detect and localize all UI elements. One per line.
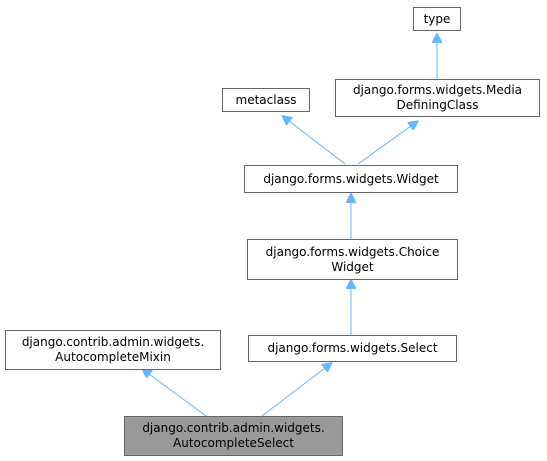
class-node-autocomplete-mixin[interactable]: django.contrib.admin.widgets. Autocomple…: [5, 330, 221, 370]
class-node-select[interactable]: django.forms.widgets.Select: [248, 335, 457, 362]
class-node-label: AutocompleteSelect: [173, 436, 294, 450]
class-node-widget[interactable]: django.forms.widgets.Widget: [244, 165, 458, 193]
edge-widget-to-media-defining-class: [357, 126, 411, 165]
class-node-media-defining-class[interactable]: django.forms.widgets.Media DefiningClass: [335, 79, 540, 117]
class-node-label: django.forms.widgets.Choice: [265, 244, 440, 259]
class-node-type[interactable]: type: [413, 7, 461, 31]
edge-autocomplete-select-to-autocomplete-mixin: [149, 374, 207, 417]
class-node-label: type: [423, 11, 451, 26]
class-node-label: django.contrib.admin.widgets.: [21, 335, 205, 349]
class-node-label: AutocompleteMixin: [55, 350, 171, 364]
class-node-label: Widget: [331, 259, 374, 274]
class-node-choice-widget[interactable]: django.forms.widgets.Choice Widget: [247, 239, 458, 280]
class-node-label: django.contrib.admin.widgets.: [142, 421, 325, 435]
class-node-label: DefiningClass: [396, 98, 479, 112]
class-node-label: django.forms.widgets.Media: [352, 83, 523, 97]
class-node-label: django.forms.widgets.Widget: [263, 171, 439, 186]
edge-widget-to-metaclass: [289, 121, 346, 165]
class-node-label: django.forms.widgets.Select: [267, 341, 438, 355]
edge-autocomplete-select-to-select: [261, 368, 325, 417]
class-node-autocomplete-select[interactable]: django.contrib.admin.widgets. Autocomple…: [124, 416, 343, 456]
class-node-label: metaclass: [235, 92, 297, 107]
class-node-metaclass[interactable]: metaclass: [222, 88, 310, 112]
